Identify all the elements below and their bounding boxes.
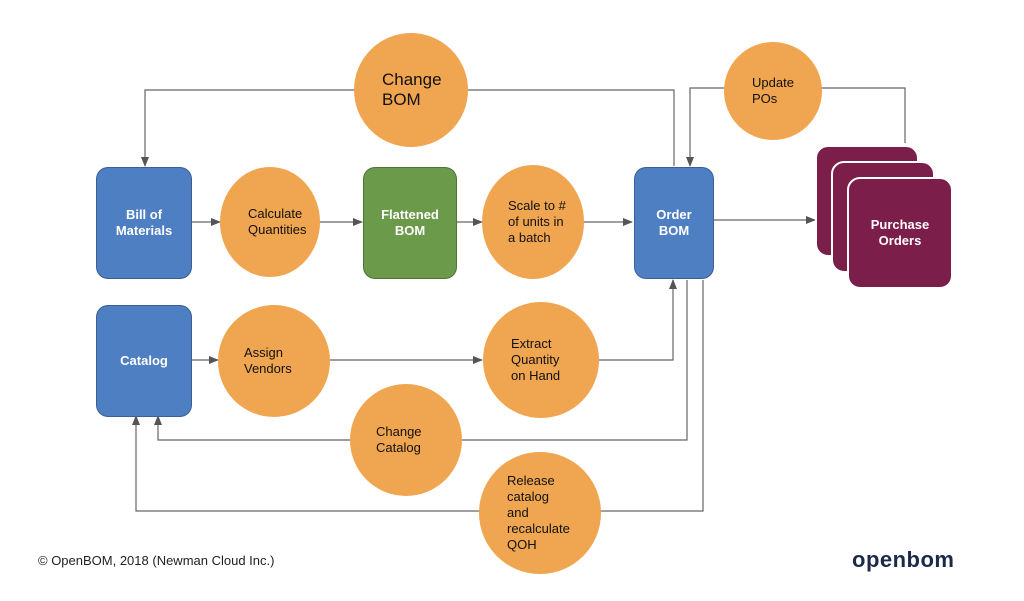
calculate-quantities-label: Calculate Quantities	[248, 206, 307, 237]
catalog-box: Catalog	[96, 305, 192, 417]
change-bom-circle: Change BOM	[354, 33, 468, 147]
openbom-logo: openbom	[852, 547, 955, 572]
scale-to-units-label: Scale to # of units in a batch	[508, 198, 566, 245]
assign-vendors-label: Assign Vendors	[244, 345, 292, 376]
copyright-text: © OpenBOM, 2018 (Newman Cloud Inc.)	[38, 553, 275, 568]
extract-qoh-circle: Extract Quantity on Hand	[483, 302, 599, 418]
scale-to-units-circle: Scale to # of units in a batch	[482, 165, 584, 279]
purchase-orders-box: Purchase Orders	[847, 177, 953, 289]
extract-qoh-label: Extract Quantity on Hand	[511, 336, 561, 383]
update-pos-circle: Update POs	[724, 42, 822, 140]
change-catalog-label: Change Catalog	[376, 424, 422, 455]
calculate-quantities-circle: Calculate Quantities	[220, 167, 320, 277]
arrow-extract-to-order	[598, 279, 677, 361]
order-bom-box: Order BOM	[634, 167, 714, 279]
update-pos-label: Update POs	[752, 75, 794, 106]
change-catalog-circle: Change Catalog	[350, 384, 462, 496]
release-catalog-label: Release catalog and recalculate QOH	[507, 473, 570, 552]
arrow-release-catalog-loop	[132, 280, 704, 512]
change-bom-label: Change BOM	[382, 70, 442, 109]
flattened-bom-box: Flattened BOM	[363, 167, 457, 279]
assign-vendors-circle: Assign Vendors	[218, 305, 330, 417]
release-catalog-circle: Release catalog and recalculate QOH	[479, 452, 601, 574]
bill-of-materials-box: Bill of Materials	[96, 167, 192, 279]
